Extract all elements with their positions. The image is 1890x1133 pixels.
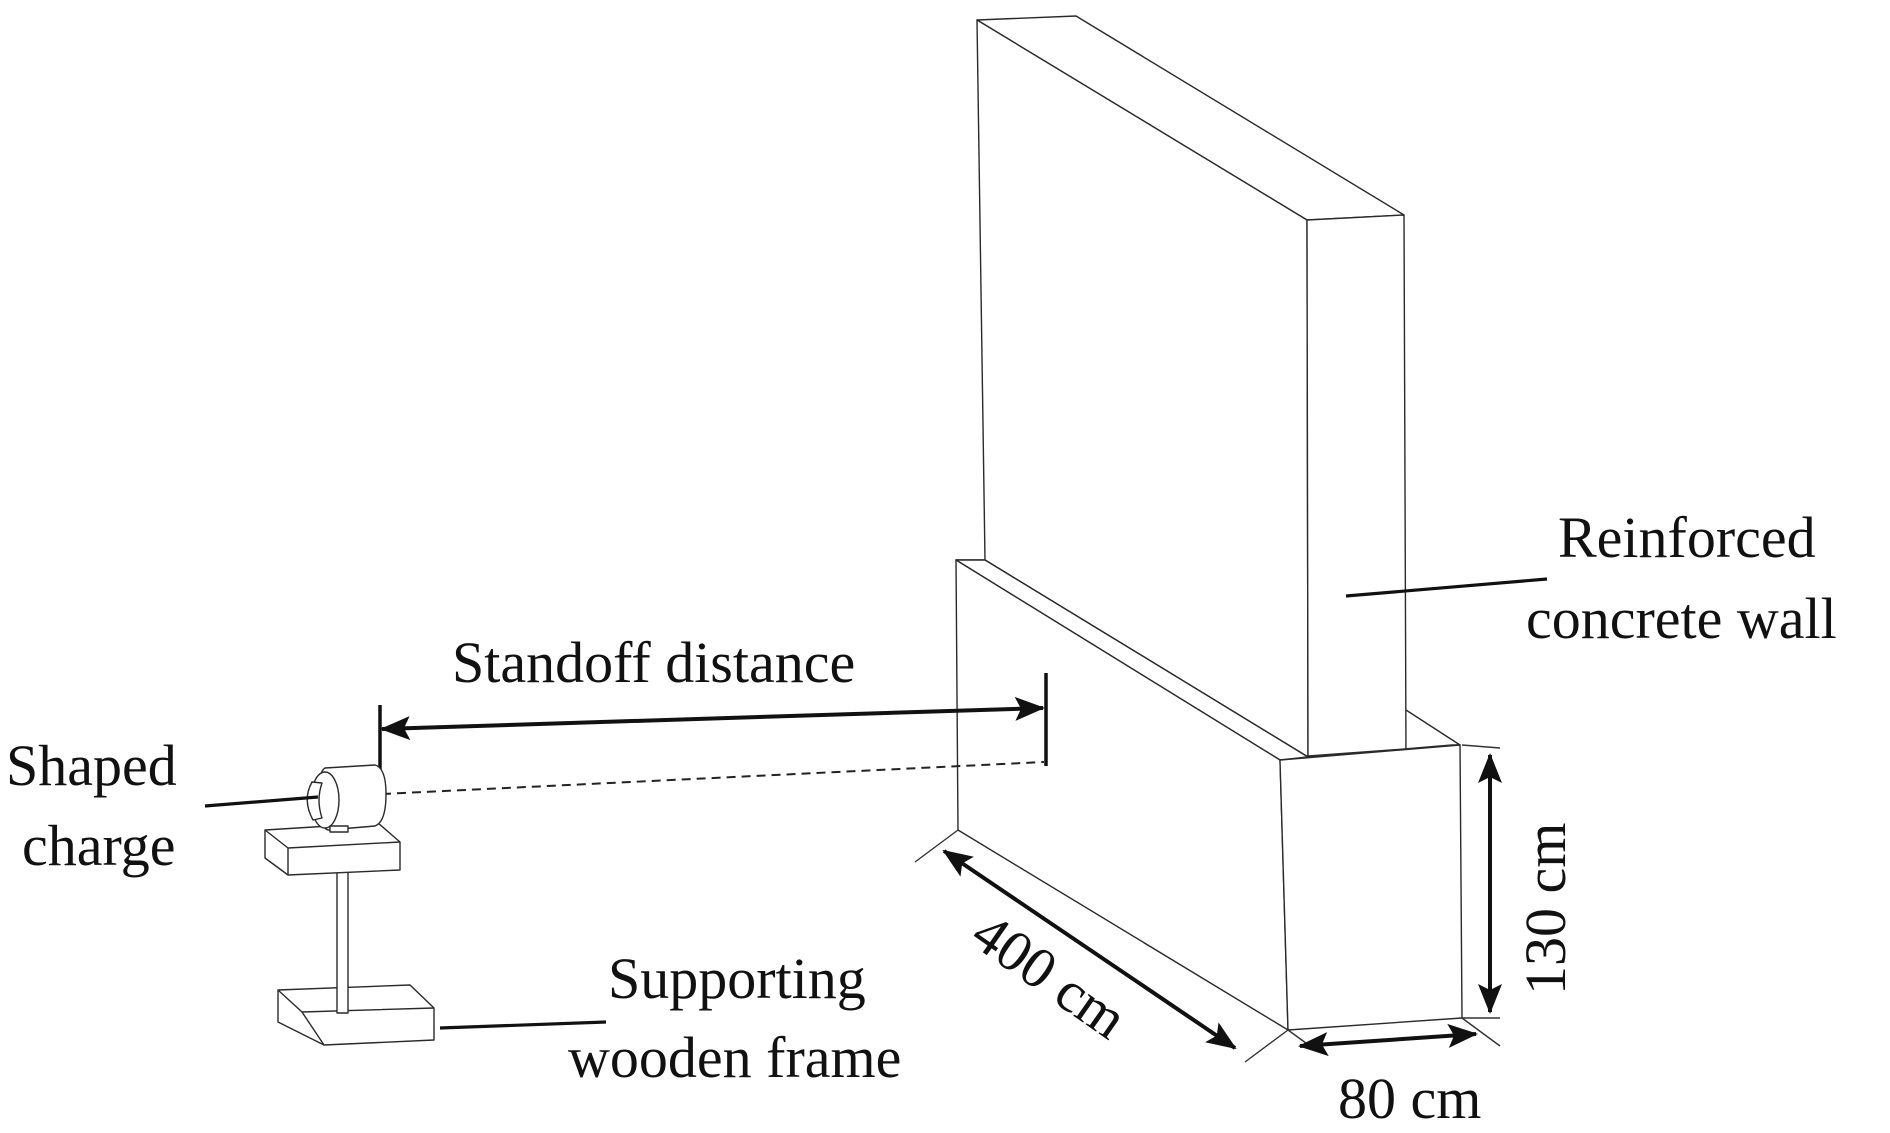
charge-nose [306,781,323,821]
wall-leader-line [1345,577,1548,598]
wall-label-line1: Reinforced [1558,505,1816,570]
charge-leader-line [204,795,319,808]
frame-leader-line [439,1020,607,1030]
width-label: 80 cm [1338,1066,1481,1131]
frame-label-line2: wooden frame [568,1025,901,1090]
standoff-dimension-arrow [380,696,1045,741]
height-label: 130 cm [1513,823,1578,995]
frame-post [336,862,349,1014]
standoff-label: Standoff distance [452,630,855,695]
charge-label-line1: Shaped [6,733,177,798]
frame-label-line1: Supporting [608,946,866,1011]
standoff-dashed-line [381,761,1045,795]
wall-label-line2: concrete wall [1526,586,1837,651]
wall-base-back-edge [1405,709,1461,746]
frame-base-block [277,984,435,1046]
width-dimension-arrow [1298,1023,1478,1057]
wall-upper-panel [976,15,1407,758]
supporting-wooden-frame [264,822,435,1046]
wall-upper-end-face [1306,214,1407,758]
shaped-charge [306,764,387,833]
wall-base-end-face [1279,744,1463,1031]
charge-label-line2: charge [22,813,176,878]
length-dimension-arrow [942,849,1237,1050]
